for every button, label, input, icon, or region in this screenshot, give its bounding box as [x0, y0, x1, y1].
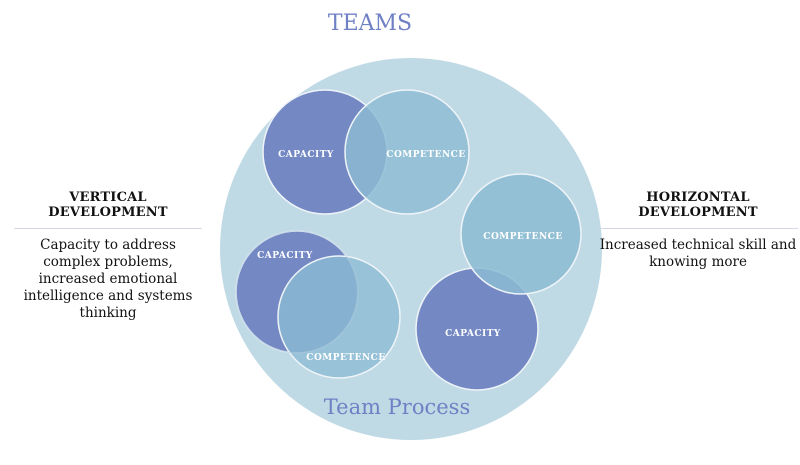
horizontal-development-panel: HORIZONTAL DEVELOPMENT Increased technic… — [598, 190, 798, 271]
team-process-label: Team Process — [324, 395, 470, 419]
vertical-development-text: Capacity to address complex problems, in… — [23, 237, 193, 321]
competence-circle-1 — [344, 89, 470, 215]
capacity-outline-3 — [235, 230, 359, 354]
horizontal-development-text: Increased technical skill and knowing mo… — [599, 237, 797, 270]
competence-label-2: COMPETENCE — [483, 232, 562, 242]
capacity-label-1: CAPACITY — [278, 150, 334, 160]
competence-label-3: COMPETENCE — [306, 353, 385, 363]
horizontal-development-heading: HORIZONTAL DEVELOPMENT — [598, 190, 798, 229]
competence-circle-2 — [460, 173, 582, 295]
competence-circle-3 — [277, 255, 401, 379]
capacity-label-3: CAPACITY — [257, 251, 313, 261]
competence-label-1: COMPETENCE — [386, 150, 465, 160]
capacity-label-2: CAPACITY — [445, 329, 501, 339]
vertical-development-panel: VERTICAL DEVELOPMENT Capacity to address… — [14, 190, 202, 322]
diagram-title: TEAMS — [328, 11, 412, 36]
vertical-development-heading: VERTICAL DEVELOPMENT — [14, 190, 202, 229]
